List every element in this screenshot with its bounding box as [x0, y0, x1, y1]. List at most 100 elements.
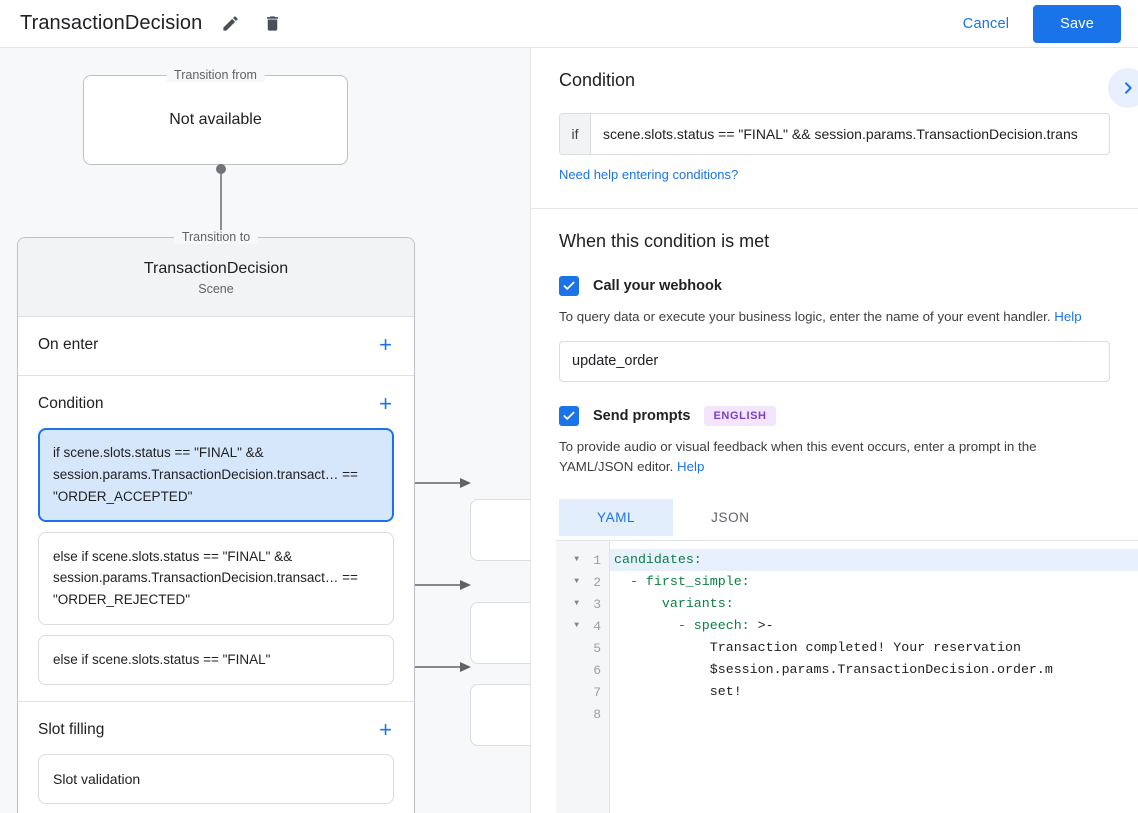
condition-input-row[interactable]: if [559, 113, 1110, 155]
code-token-text: Transaction completed! Your reservation [614, 640, 1021, 655]
transition-from-card: Transition from Not available [83, 68, 348, 165]
add-slot-filling-button[interactable]: + [379, 717, 392, 743]
condition-list: if scene.slots.status == "FINAL" && sess… [38, 428, 394, 686]
section-condition-label: Condition [38, 395, 104, 412]
gutter-row: ▼6 [556, 659, 609, 681]
pencil-icon-glyph [223, 16, 238, 31]
condition-item-2[interactable]: else if scene.slots.status == "FINAL" &&… [38, 531, 394, 626]
fold-arrow-icon[interactable]: ▼ [574, 621, 579, 630]
add-on-enter-button[interactable]: + [379, 332, 392, 357]
code-line: set! [610, 681, 1138, 703]
gutter-row: ▼4 [556, 615, 609, 637]
send-prompts-help-link[interactable]: Help [677, 458, 705, 474]
transition-from-value: Not available [169, 111, 262, 128]
send-prompts-checkbox[interactable] [559, 405, 579, 426]
language-badge: ENGLISH [704, 405, 776, 426]
line-number: 4 [593, 618, 601, 634]
line-number: 6 [593, 662, 601, 678]
send-prompts-helper: To provide audio or visual feedback when… [559, 437, 1110, 477]
condition-expression-input[interactable] [591, 114, 1109, 154]
gutter-row: ▼8 [556, 703, 609, 725]
section-on-enter: On enter + [18, 317, 414, 376]
section-on-enter-header: On enter + [38, 331, 394, 359]
trash-icon-glyph [266, 16, 278, 31]
scene-card: Transition to TransactionDecision Scene … [17, 230, 415, 813]
chevron-right-icon[interactable] [1108, 68, 1138, 108]
scene-header[interactable]: Transition to TransactionDecision Scene [18, 230, 414, 317]
gutter-row: ▼5 [556, 637, 609, 659]
code-token-key: variants: [614, 596, 734, 611]
section-slot-filling: Slot filling + Slot validation [18, 702, 414, 813]
code-line: Transaction completed! Your reservation [610, 637, 1138, 659]
fold-arrow-icon[interactable]: ▼ [574, 599, 579, 608]
section-slot-filling-header: Slot filling + [38, 716, 394, 744]
section-condition: Condition + if scene.slots.status == "FI… [18, 376, 414, 703]
slot-validation-item[interactable]: Slot validation [38, 754, 394, 805]
line-number: 7 [593, 684, 601, 700]
code-token-text: set! [614, 684, 742, 699]
if-prefix-label: if [560, 114, 591, 154]
gutter-row: ▼7 [556, 681, 609, 703]
transition-from-legend: Transition from [166, 68, 265, 82]
panel-title: Condition [559, 70, 636, 90]
call-webhook-helper: To query data or execute your business l… [559, 307, 1110, 327]
code-token-key: - first_simple: [614, 574, 750, 589]
line-number: 8 [593, 706, 601, 722]
code-line [610, 703, 1138, 725]
editor-gutter: ▼1 ▼2 ▼3 ▼4 ▼5 ▼6 ▼7 ▼8 [556, 541, 610, 813]
call-webhook-checkbox[interactable] [559, 276, 579, 296]
send-prompts-label: Send prompts [593, 407, 691, 424]
scene-subtitle: Scene [198, 282, 234, 296]
call-webhook-label: Call your webhook [593, 278, 722, 294]
tab-yaml[interactable]: YAML [559, 498, 674, 536]
add-condition-button[interactable]: + [379, 391, 392, 416]
condition-item-1[interactable]: if scene.slots.status == "FINAL" && sess… [38, 428, 394, 522]
send-prompts-helper-text: To provide audio or visual feedback when… [559, 438, 1037, 474]
call-webhook-helper-text: To query data or execute your business l… [559, 309, 1055, 324]
send-prompts-row[interactable]: Send prompts ENGLISH [559, 405, 1110, 426]
call-webhook-row[interactable]: Call your webhook [559, 276, 1110, 296]
line-number: 2 [593, 574, 601, 590]
cancel-button[interactable]: Cancel [947, 7, 1025, 41]
chevron-right-icon-glyph [1125, 82, 1132, 94]
save-button[interactable]: Save [1033, 4, 1121, 43]
gutter-row: ▼3 [556, 593, 609, 615]
code-token-text: $session.params.TransactionDecision.orde… [614, 662, 1053, 677]
code-line: variants: [610, 593, 1138, 615]
line-number: 3 [593, 596, 601, 612]
fold-arrow-icon[interactable]: ▼ [574, 555, 579, 564]
section-slot-filling-label: Slot filling [38, 721, 105, 739]
check-icon [563, 411, 575, 420]
call-webhook-help-link[interactable]: Help [1054, 309, 1082, 324]
section-condition-header: Condition + [38, 390, 394, 418]
code-token-text: >- [749, 618, 774, 633]
check-icon [563, 281, 575, 290]
code-line: candidates: [610, 549, 1138, 571]
yaml-editor[interactable]: ▼1 ▼2 ▼3 ▼4 ▼5 ▼6 ▼7 ▼8 candidates: - fi… [556, 540, 1138, 813]
gutter-row: ▼1 [556, 549, 609, 571]
pencil-icon[interactable] [216, 10, 244, 38]
line-number: 1 [593, 552, 601, 568]
when-condition-met-section: When this condition is met Call your web… [531, 209, 1138, 536]
when-condition-met-title: When this condition is met [559, 231, 770, 251]
editor-code-area[interactable]: candidates: - first_simple: variants: - … [610, 541, 1138, 813]
section-on-enter-label: On enter [38, 336, 99, 353]
page-title: TransactionDecision [20, 12, 203, 34]
code-line: - speech: >- [610, 615, 1138, 637]
webhook-handler-input[interactable] [559, 340, 1110, 382]
scene-title: TransactionDecision [143, 260, 289, 277]
editor-format-tabs: YAML JSON [559, 498, 1110, 536]
line-number: 5 [593, 640, 601, 656]
code-line: - first_simple: [610, 571, 1138, 593]
transition-to-legend: Transition to [173, 230, 259, 244]
trash-icon[interactable] [258, 10, 286, 38]
need-help-conditions-link[interactable]: Need help entering conditions? [559, 167, 739, 182]
fold-arrow-icon[interactable]: ▼ [574, 577, 579, 586]
gutter-row: ▼2 [556, 571, 609, 593]
condition-section: Condition if Need help entering conditio… [531, 48, 1138, 209]
condition-item-3[interactable]: else if scene.slots.status == "FINAL" [38, 635, 394, 686]
top-bar: TransactionDecision Cancel Save [0, 0, 1138, 48]
code-token-key: candidates: [614, 552, 702, 567]
tab-json[interactable]: JSON [673, 499, 787, 536]
